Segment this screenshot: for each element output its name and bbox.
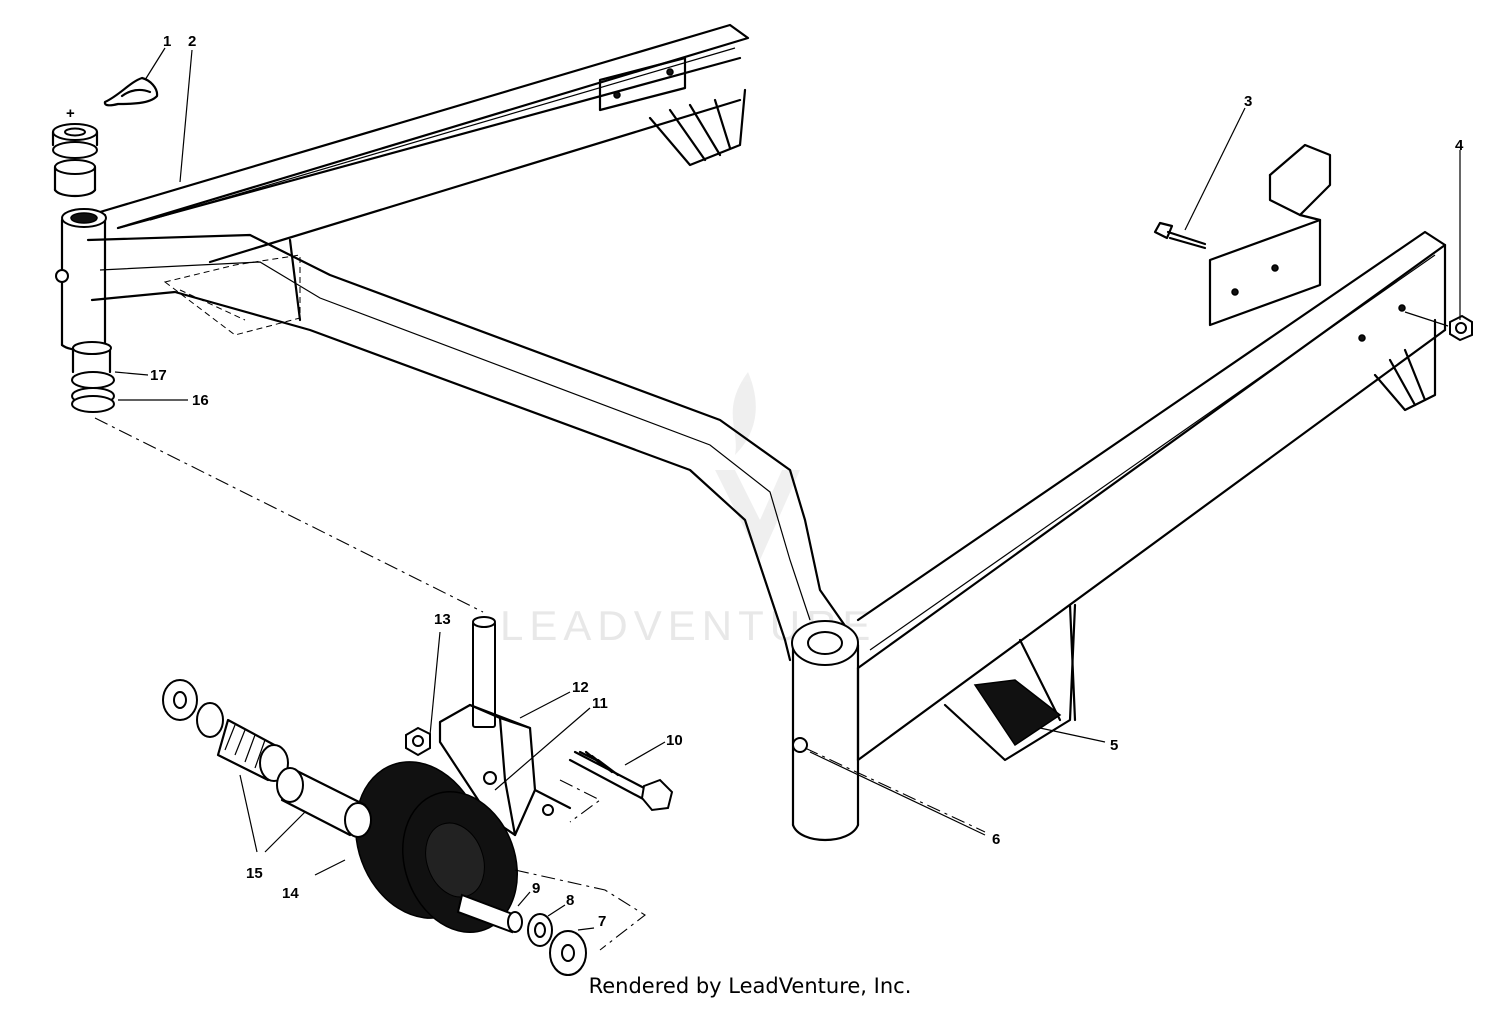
svg-text:+: +	[66, 105, 75, 122]
wheel-bearing-set	[162, 679, 372, 838]
bolt-and-bracket-plate	[1153, 143, 1332, 327]
callout-9: 9	[532, 880, 540, 897]
callout-15: 15	[246, 865, 263, 882]
caster-yoke-assembly	[405, 616, 572, 837]
callout-numbers: 1 2 3 4 5 6 7 8 9 10 11 12 13 14 15 16 1…	[150, 33, 1464, 930]
assembly-center-lines	[94, 417, 986, 951]
callout-8: 8	[566, 892, 574, 909]
left-post-bottom-bushing-stack	[71, 341, 115, 413]
caster-bolt	[568, 750, 674, 812]
callout-17: 17	[150, 367, 167, 384]
callout-16: 16	[192, 392, 209, 409]
callout-7: 7	[598, 913, 606, 930]
callout-11: 11	[592, 695, 608, 712]
callout-12: 12	[572, 679, 589, 696]
callout-6: 6	[992, 831, 1000, 848]
left-post-top-bushing-stack	[51, 123, 99, 198]
callout-10: 10	[666, 732, 683, 749]
callout-1: 1	[163, 33, 171, 50]
leadventure-watermark: LEADVENTURE	[500, 372, 870, 649]
lock-nut-right	[1404, 311, 1473, 342]
callout-14: 14	[282, 885, 299, 902]
callout-5: 5	[1110, 737, 1118, 754]
callout-3: 3	[1244, 93, 1252, 110]
leader-lines	[114, 47, 1461, 931]
callout-4: 4	[1455, 137, 1464, 154]
frame-assembly	[55, 23, 1447, 842]
caster-wheel	[354, 761, 587, 976]
hairpin-clip: +	[66, 76, 159, 122]
render-credit: Rendered by LeadVenture, Inc.	[588, 974, 912, 998]
callout-13: 13	[434, 611, 451, 628]
callout-2: 2	[188, 33, 196, 50]
